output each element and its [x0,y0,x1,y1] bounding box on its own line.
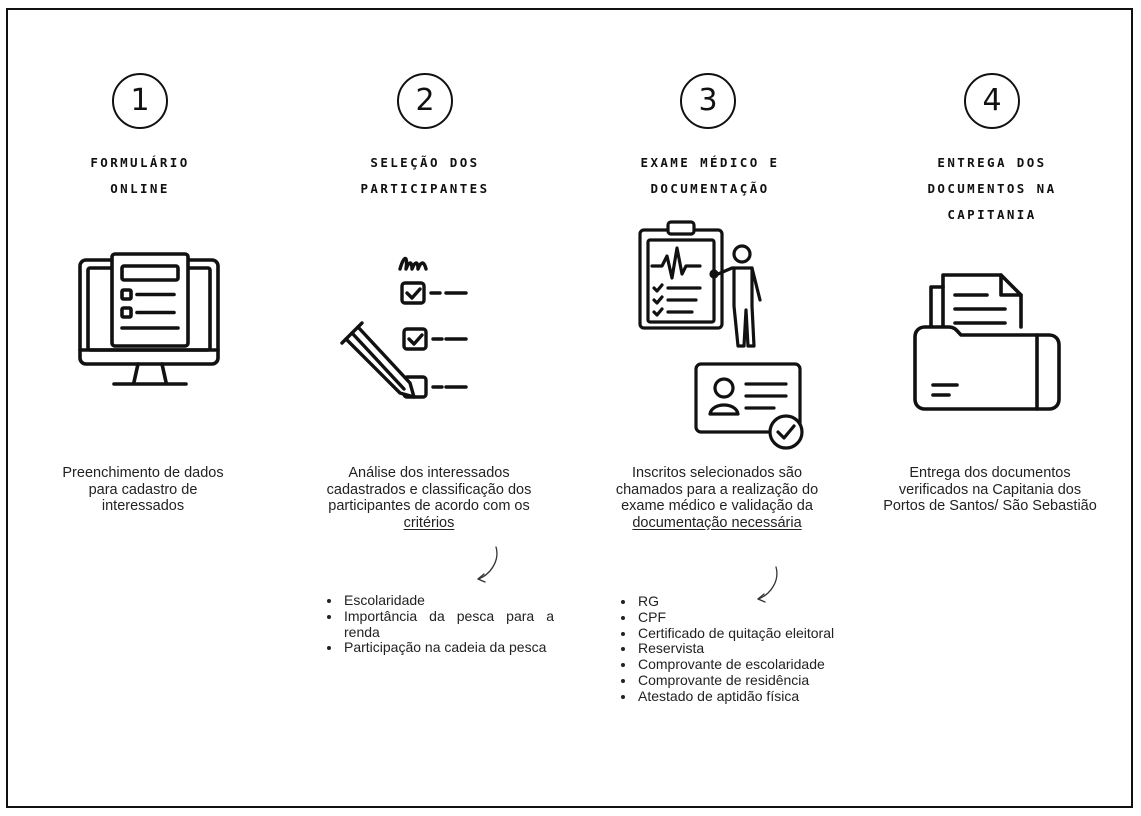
document-folder-icon [909,267,1069,417]
step-4-description: Entrega dos documentos verificados na Ca… [883,465,1097,514]
list-item: CPF [636,609,852,626]
step-3-number-badge: 3 [680,73,736,129]
curved-arrow-icon [752,565,782,612]
list-item: Importância da pesca para a renda [342,608,554,641]
list-item: Escolaridade [342,592,554,609]
computer-form-icon [74,250,224,400]
step-3-description: Inscritos selecionados são chamados para… [615,465,819,531]
list-item: Participação na cadeia da pesca [342,640,554,656]
step-4-title: ENTREGA DOS DOCUMENTOS NA CAPITANIA [927,155,1057,222]
infographic-frame: 1 FORMULÁRIO ONLINE Preenchimento de dad… [6,8,1133,808]
criteria-list: Escolaridade Importância da pesca para a… [322,592,554,656]
medical-exam-id-card-icon [634,218,810,462]
list-item: Atestado de aptidão física [636,688,852,705]
checklist-pencil-icon [338,253,488,413]
list-item: Comprovante de residência [636,672,852,689]
step-3-title: EXAME MÉDICO E DOCUMENTAÇÃO [640,155,780,196]
list-item: RG [636,593,852,610]
step-1-description: Preenchimento de dados para cadastro de … [62,465,224,514]
step-1-title: FORMULÁRIO ONLINE [90,155,190,196]
criteria-link[interactable]: critérios [403,514,455,531]
documents-list: RG CPF Certificado de quitação eleitoral… [616,593,852,705]
list-item: Certificado de quitação eleitoral [636,625,852,642]
step-2-description: Análise dos interessados cadastrados e c… [326,465,532,531]
required-documentation-link[interactable]: documentação necessária [632,514,802,531]
list-item: Comprovante de escolaridade [636,656,852,673]
step-1-number-badge: 1 [112,73,168,129]
step-2-number-badge: 2 [397,73,453,129]
step-4-number-badge: 4 [964,73,1020,129]
step-2-title: SELEÇÃO DOS PARTICIPANTES [360,155,490,196]
curved-arrow-icon [472,545,502,592]
list-item: Reservista [636,641,852,657]
